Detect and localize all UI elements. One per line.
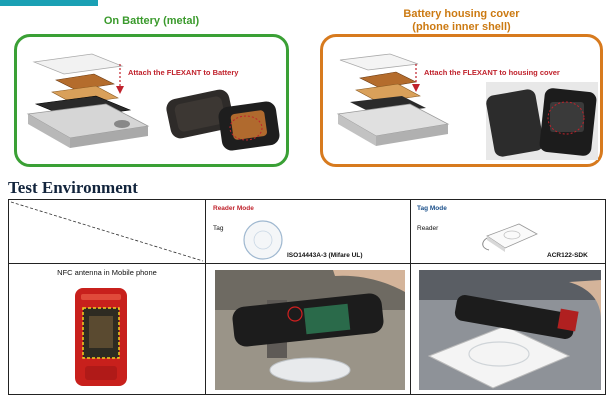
- housing-cover-title-line2: (phone inner shell): [412, 21, 511, 33]
- nfc-reader-device-image: [482, 223, 538, 252]
- on-battery-title: On Battery (metal): [103, 15, 200, 27]
- attach-housing-instruction: Attach the FLEXANT to housing cover: [424, 68, 560, 77]
- test-environment-table: Reader Mode Tag ISO14443A-3 (Mifare UL) …: [8, 199, 606, 395]
- tag-mode-reader-label: Reader: [417, 225, 439, 232]
- table-column-divider-1: [205, 200, 206, 394]
- reader-mode-title: Reader Mode: [213, 205, 254, 212]
- housing-cover-photo: [486, 82, 598, 160]
- accent-bar: [0, 0, 98, 6]
- nfc-antenna-label: NFC antenna in Mobile phone: [57, 268, 157, 277]
- housing-cover-title: Battery housing cover (phone inner shell…: [320, 8, 603, 34]
- nfc-tag-image: [243, 220, 283, 260]
- table-column-divider-2: [410, 200, 411, 394]
- reader-mode-test-photo: [215, 270, 405, 390]
- tag-mode-title: Tag Mode: [417, 205, 447, 212]
- mobile-phone-antenna-photo: [75, 288, 127, 386]
- section-title: Test Environment: [8, 178, 138, 197]
- reader-mode-tag-label: Tag: [213, 225, 224, 232]
- table-row-divider: [9, 263, 605, 264]
- attach-battery-instruction: Attach the FLEXANT to Battery: [128, 68, 239, 77]
- header-diagonal-line: [10, 201, 204, 262]
- housing-cover-panel: [320, 34, 603, 167]
- reader-mode-tag-model: ISO14443A-3 (Mifare UL): [287, 252, 363, 259]
- on-battery-panel: [14, 34, 289, 167]
- tag-mode-test-photo: [419, 270, 601, 390]
- battery-stack-illustration: [26, 53, 150, 148]
- housing-cover-title-line1: Battery housing cover: [403, 8, 520, 20]
- tag-mode-reader-model: ACR122-SDK: [547, 252, 588, 259]
- housing-stack-illustration: [336, 53, 450, 146]
- phone-with-battery-photo: [166, 89, 280, 151]
